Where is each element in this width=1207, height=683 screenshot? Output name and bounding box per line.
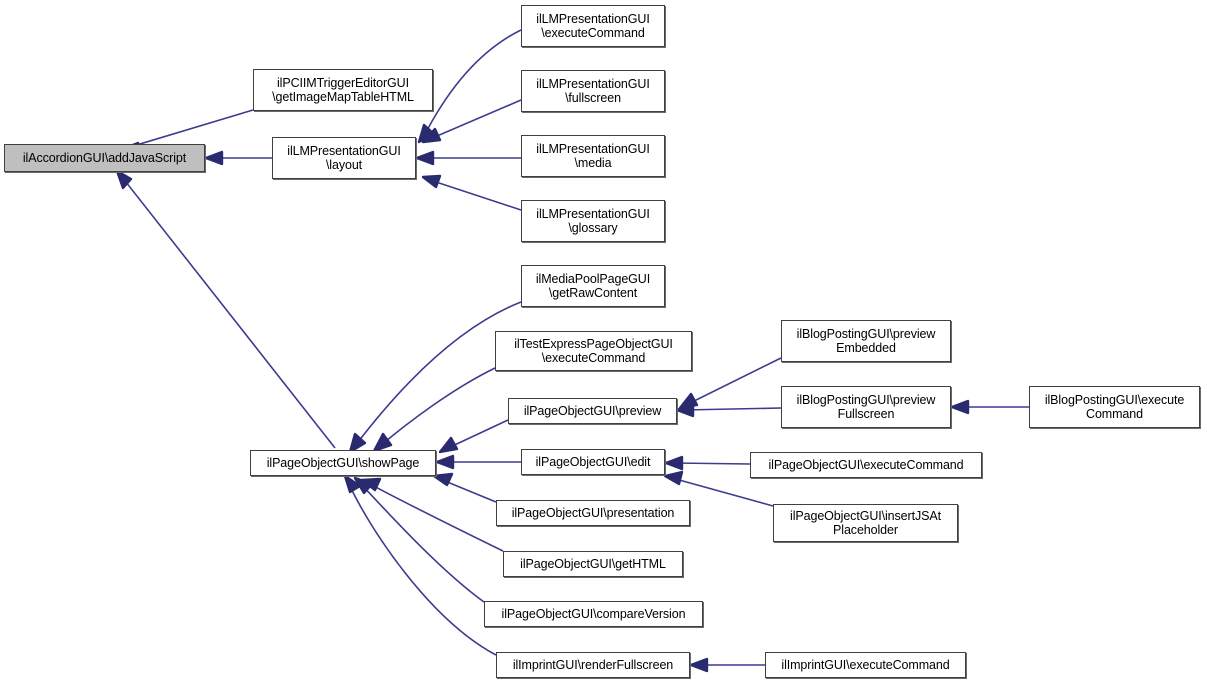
edge-blogPreviewFullscreen-to-pagePreview xyxy=(683,407,782,411)
graph-node-pagePreview[interactable]: ilPageObjectGUI\preview xyxy=(508,398,677,424)
edge-pageCompareVersion-to-showPage xyxy=(359,482,485,603)
edge-insertJSAtPlaceholder-to-pageEdit xyxy=(671,477,774,507)
edge-pagePresentation-to-showPage xyxy=(439,478,497,503)
arrowhead-pagePreview-to-showPage xyxy=(438,436,459,454)
graph-node-layout[interactable]: ilLMPresentationGUI \layout xyxy=(272,137,416,179)
graph-node-imprintRenderFullscreen[interactable]: ilImprintGUI\renderFullscreen xyxy=(496,652,690,678)
graph-node-blogPreviewEmbedded[interactable]: ilBlogPostingGUI\preview Embedded xyxy=(781,320,951,362)
graph-node-getRawContent[interactable]: ilMediaPoolPageGUI \getRawContent xyxy=(521,265,665,307)
arrowhead-pageExecuteCommand-to-pageEdit xyxy=(664,455,684,471)
graph-node-addJavaScript[interactable]: ilAccordionGUI\addJavaScript xyxy=(4,144,205,172)
graph-node-blogExecuteCommand[interactable]: ilBlogPostingGUI\execute Command xyxy=(1029,386,1200,428)
arrowhead-blogPreviewFullscreen-to-pagePreview xyxy=(675,402,695,418)
arrowhead-testExpressExecuteCommand-to-showPage xyxy=(372,432,393,453)
arrowhead-pageEdit-to-showPage xyxy=(435,454,455,470)
graph-node-lmGlossary[interactable]: ilLMPresentationGUI \glossary xyxy=(521,200,665,242)
arrowhead-lmMedia-to-layout xyxy=(415,150,435,166)
arrowhead-imprintExecuteCommand-to-imprintRenderFullscreen xyxy=(689,657,709,673)
graph-node-pageCompareVersion[interactable]: ilPageObjectGUI\compareVersion xyxy=(484,601,703,627)
graph-node-pageEdit[interactable]: ilPageObjectGUI\edit xyxy=(521,449,665,475)
arrowhead-lmGlossary-to-layout xyxy=(421,174,442,189)
edge-lmGlossary-to-layout xyxy=(429,179,522,211)
graph-node-pageGetHTML[interactable]: ilPageObjectGUI\getHTML xyxy=(503,551,683,577)
edge-blogPreviewEmbedded-to-pagePreview xyxy=(685,357,782,406)
edge-testExpressExecuteCommand-to-showPage xyxy=(379,367,496,447)
arrowhead-showPage-to-addJavaScript xyxy=(115,169,133,190)
graph-node-showPage[interactable]: ilPageObjectGUI\showPage xyxy=(250,450,436,476)
edge-lmExecuteCommand-to-layout xyxy=(423,29,522,137)
edge-lmFullscreen-to-layout xyxy=(429,99,522,140)
arrowhead-blogExecuteCommand-to-blogPreviewFullscreen xyxy=(950,399,970,415)
graph-node-imprintExecuteCommand[interactable]: ilImprintGUI\executeCommand xyxy=(765,652,966,678)
arrowhead-getRawContent-to-showPage xyxy=(348,432,367,454)
edge-pageExecuteCommand-to-pageEdit xyxy=(672,462,751,465)
graph-node-lmMedia[interactable]: ilLMPresentationGUI \media xyxy=(521,135,665,177)
graph-node-pagePresentation[interactable]: ilPageObjectGUI\presentation xyxy=(496,500,690,526)
edge-getImageMapTableHTML-to-addJavaScript xyxy=(119,109,254,151)
edge-imprintRenderFullscreen-to-showPage xyxy=(347,481,497,656)
graph-node-lmFullscreen[interactable]: ilLMPresentationGUI \fullscreen xyxy=(521,70,665,112)
graph-node-testExpressExecuteCommand[interactable]: ilTestExpressPageObjectGUI \executeComma… xyxy=(495,331,692,371)
graph-node-blogPreviewFullscreen[interactable]: ilBlogPostingGUI\preview Fullscreen xyxy=(781,386,951,428)
graph-node-getImageMapTableHTML[interactable]: ilPCIIMTriggerEditorGUI \getImageMapTabl… xyxy=(253,69,433,111)
edge-pageGetHTML-to-showPage xyxy=(367,482,504,552)
graph-node-pageExecuteCommand[interactable]: ilPageObjectGUI\executeCommand xyxy=(750,452,982,478)
arrowhead-pagePresentation-to-showPage xyxy=(432,472,454,487)
arrowhead-insertJSAtPlaceholder-to-pageEdit xyxy=(663,470,684,486)
edge-showPage-to-addJavaScript xyxy=(121,176,336,449)
graph-node-insertJSAtPlaceholder[interactable]: ilPageObjectGUI\insertJSAt Placeholder xyxy=(773,504,958,542)
arrowhead-imprintRenderFullscreen-to-showPage xyxy=(343,474,362,494)
arrowhead-layout-to-addJavaScript xyxy=(204,150,224,166)
edge-pagePreview-to-showPage xyxy=(445,419,509,450)
arrowhead-lmFullscreen-to-layout xyxy=(421,127,442,144)
edge-getRawContent-to-showPage xyxy=(354,301,522,447)
graph-node-lmExecuteCommand[interactable]: ilLMPresentationGUI \executeCommand xyxy=(521,5,665,47)
